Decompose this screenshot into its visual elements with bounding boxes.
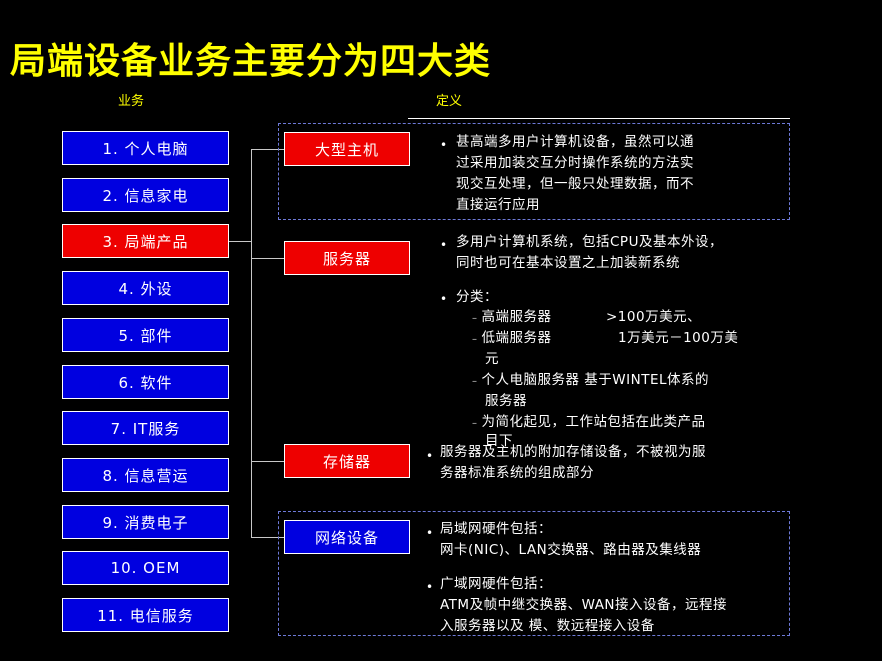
server-classification-head: 分类： [456,289,498,305]
connector-mainframe [251,149,284,150]
business-column-header: 业务 [118,94,145,109]
business-item-software[interactable]: 6. 软件 [62,365,229,399]
bullet: • [440,238,448,252]
server-class-high: –高端服务器 [472,309,552,325]
mainframe-definition-box [278,123,790,220]
wan-definition: 广域网硬件包括： ATM及帧中继交换器、WAN接入设备，远程接 入服务器以及 模… [440,576,728,634]
business-item-central-office[interactable]: 3. 局端产品 [62,224,229,258]
definition-column-header: 定义 [436,94,463,109]
business-item-info-operations[interactable]: 8. 信息营运 [62,458,229,492]
business-item-components[interactable]: 5. 部件 [62,318,229,352]
connector-storage [251,461,284,462]
server-class-pc: –个人电脑服务器 基于WINTEL体系的 [472,372,710,388]
server-class-high-price: >100万美元、 [606,309,702,325]
business-item-telecom-services[interactable]: 11. 电信服务 [62,598,229,632]
bullet: • [426,580,434,594]
bullet: • [440,138,448,152]
category-storage[interactable]: 存储器 [284,444,410,478]
business-item-consumer-electronics[interactable]: 9. 消费电子 [62,505,229,539]
server-class-low-price-wrap: 元 [485,351,499,367]
connector-horizontal [229,241,251,242]
header-divider [408,118,790,119]
server-class-pc-wrap: 服务器 [485,393,527,409]
connector-network [251,537,284,538]
bullet: • [440,292,448,306]
server-class-workstation-wrap: 目下 [485,433,513,449]
server-class-low: –低端服务器 [472,330,552,346]
server-class-workstation: –为简化起见，工作站包括在此类产品 [472,414,706,430]
business-item-it-services[interactable]: 7. IT服务 [62,411,229,445]
network-definition-box [278,511,790,636]
bullet: • [426,449,434,463]
bullet: • [426,526,434,540]
connector-server [251,258,284,259]
category-mainframe[interactable]: 大型主机 [284,132,410,166]
server-class-low-price: 1万美元－100万美 [618,330,739,346]
page-title: 局端设备业务主要分为四大类 [10,40,492,82]
business-item-pc[interactable]: 1. 个人电脑 [62,131,229,165]
connector-vertical [251,149,252,538]
server-definition: 多用户计算机系统，包括CPU及基本外设， 同时也可在基本设置之上加装新系统 [456,234,723,271]
category-server[interactable]: 服务器 [284,241,410,275]
business-item-info-appliance[interactable]: 2. 信息家电 [62,178,229,212]
storage-definition: 服务器及主机的附加存储设备，不被视为服 务器标准系统的组成部分 [440,444,706,481]
business-item-oem[interactable]: 10. OEM [62,551,229,585]
category-network[interactable]: 网络设备 [284,520,410,554]
lan-definition: 局域网硬件包括： 网卡(NIC)、LAN交换器、路由器及集线器 [440,521,702,558]
business-item-peripherals[interactable]: 4. 外设 [62,271,229,305]
mainframe-definition: 甚高端多用户计算机设备，虽然可以通 过采用加装交互分时操作系统的方法实 现交互处… [456,134,694,213]
